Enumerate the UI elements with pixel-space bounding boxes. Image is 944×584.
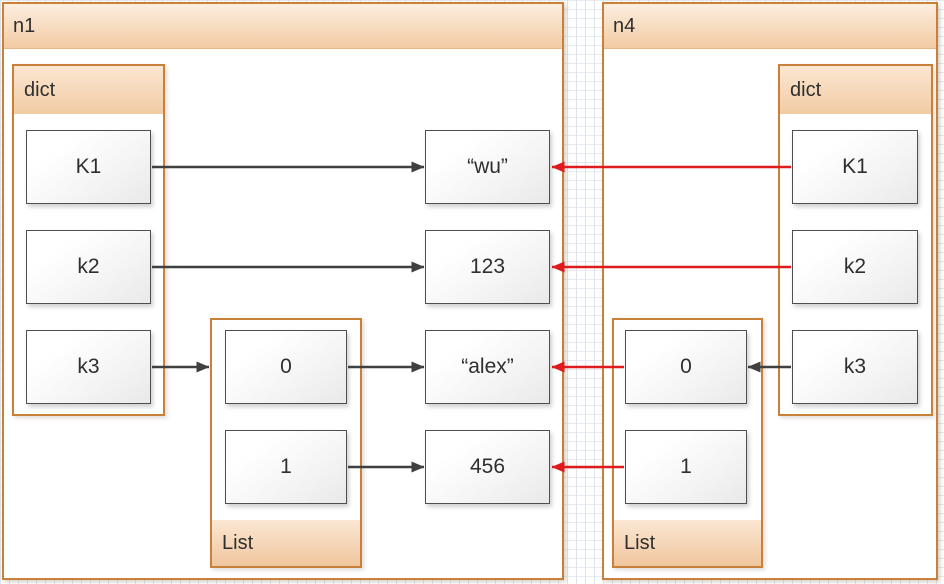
panel-n4-header: n4 (604, 4, 936, 49)
index-label-n1-0: 0 (280, 355, 292, 378)
key-box-n1-k3: k3 (26, 330, 151, 404)
key-label-n1-K1: K1 (75, 155, 102, 178)
index-box-n4-1: 1 (625, 430, 747, 504)
dict-n1-header: dict (14, 66, 163, 114)
value-box-wu: “wu” (425, 130, 550, 204)
key-box-n1-K1: K1 (26, 130, 151, 204)
index-box-n4-0: 0 (625, 330, 747, 404)
panel-n1-header: n1 (4, 4, 562, 49)
key-box-n4-K1: K1 (792, 130, 918, 204)
value-label-alex: “alex” (461, 355, 514, 378)
key-box-n4-k3: k3 (792, 330, 918, 404)
index-box-n1-1: 1 (225, 430, 347, 504)
index-label-n4-1: 1 (680, 455, 692, 478)
list-n4-label: List (624, 531, 656, 554)
list-n1-footer: List (212, 520, 360, 566)
key-box-n1-k2: k2 (26, 230, 151, 304)
value-box-123: 123 (425, 230, 550, 304)
dict-n1-label: dict (24, 78, 56, 101)
key-label-n4-k3: k3 (843, 355, 867, 378)
dict-n4-header: dict (780, 66, 931, 114)
key-label-n4-K1: K1 (842, 155, 868, 178)
value-box-456: 456 (425, 430, 550, 504)
key-label-n1-k2: k2 (77, 255, 100, 278)
value-label-123: 123 (469, 255, 506, 278)
key-label-n1-k3: k3 (77, 355, 100, 378)
value-box-alex: “alex” (425, 330, 550, 404)
value-label-456: 456 (469, 455, 506, 478)
index-box-n1-0: 0 (225, 330, 347, 404)
list-n4-footer: List (614, 520, 761, 566)
index-label-n1-1: 1 (280, 455, 292, 478)
list-n1-label: List (222, 531, 254, 554)
index-label-n4-0: 0 (680, 355, 692, 378)
key-label-n4-k2: k2 (843, 255, 867, 278)
panel-n4-title: n4 (613, 14, 636, 37)
panel-n1-title: n1 (13, 14, 36, 37)
value-label-wu: “wu” (467, 155, 508, 178)
key-box-n4-k2: k2 (792, 230, 918, 304)
dict-n4-label: dict (790, 78, 822, 101)
